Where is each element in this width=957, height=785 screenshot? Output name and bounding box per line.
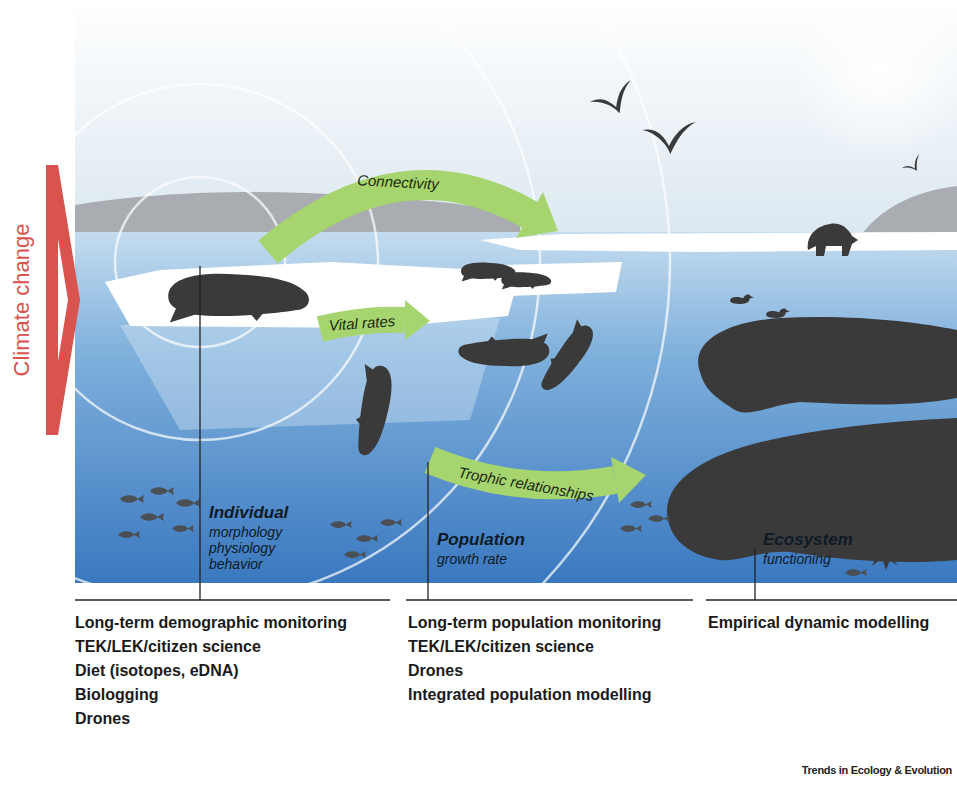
- bowhead-whale: [698, 317, 957, 413]
- leader-lines: [75, 266, 957, 600]
- level-subtitle: morphology physiology behavior: [209, 524, 289, 572]
- sun-glow: [790, 0, 957, 160]
- fish: [176, 499, 200, 507]
- fish: [344, 551, 366, 558]
- polar-bear: [808, 224, 858, 256]
- sea: [75, 232, 957, 583]
- ice-underwater: [120, 318, 500, 430]
- arrowhead: [405, 300, 430, 340]
- sperm-whale: [667, 418, 957, 562]
- fish: [120, 495, 144, 503]
- seabird: [642, 122, 695, 154]
- method-item: Diet (isotopes, eDNA): [75, 662, 239, 680]
- climate-arrow: [46, 165, 80, 435]
- level-subtitle: growth rate: [437, 551, 507, 567]
- ice-edge: [480, 232, 957, 252]
- fish: [630, 501, 652, 508]
- fish: [620, 525, 642, 532]
- leader-line: [754, 548, 755, 600]
- method-item: TEK/LEK/citizen science: [75, 638, 261, 656]
- ring: [75, 0, 670, 583]
- baseline: [75, 599, 390, 600]
- method-item: Empirical dynamic modelling: [708, 614, 929, 632]
- fish: [845, 569, 867, 576]
- swimming-seal: [458, 334, 550, 369]
- method-item: Biologging: [75, 686, 159, 704]
- journal-watermark: Trends in Ecology & Evolution: [802, 764, 952, 777]
- method-item: TEK/LEK/citizen science: [408, 638, 594, 656]
- fish: [648, 515, 670, 522]
- seabird: [900, 154, 926, 176]
- mountain: [860, 186, 957, 236]
- method-item: Long-term demographic monitoring: [75, 614, 347, 632]
- arrow-label: Connectivity: [357, 171, 439, 193]
- level-heading: Population: [437, 530, 525, 550]
- fish: [118, 531, 140, 538]
- arrow-label: Trophic relationships: [457, 464, 595, 505]
- scene: [75, 0, 957, 583]
- arrowhead: [611, 457, 646, 503]
- impact-rings: [75, 0, 670, 583]
- duck: [730, 294, 754, 303]
- method-item: Long-term population monitoring: [408, 614, 661, 632]
- arrow-label: Vital rates: [328, 312, 395, 334]
- climate-arrow-bar: [46, 165, 58, 435]
- ring: [75, 84, 378, 440]
- squid: [872, 530, 898, 570]
- leader-line: [199, 266, 200, 600]
- seal-on-ice: [501, 272, 551, 289]
- fish: [380, 519, 402, 526]
- fish: [356, 535, 378, 542]
- seabird: [587, 80, 640, 122]
- fish: [140, 513, 164, 521]
- method-item: Drones: [75, 710, 130, 728]
- baseline: [706, 599, 957, 600]
- level-heading: Individual: [209, 503, 288, 523]
- level-heading: Ecosystem: [763, 530, 853, 550]
- arrowhead: [516, 192, 558, 238]
- swimming-seal: [533, 319, 599, 398]
- fish: [330, 521, 352, 528]
- level-subtitle: functioning: [763, 551, 831, 567]
- fish: [172, 525, 194, 532]
- fish: [150, 487, 174, 495]
- method-item: Integrated population modelling: [408, 686, 652, 704]
- ice-floe: [440, 262, 622, 298]
- leader-line: [427, 462, 428, 600]
- connectivity-arrow: [268, 185, 530, 252]
- driver-label: Climate change: [9, 224, 34, 377]
- baseline: [406, 599, 693, 600]
- green-arrows: [268, 185, 646, 503]
- duck: [766, 308, 790, 317]
- swimming-seal: [349, 363, 396, 458]
- seal-on-ice: [168, 274, 309, 323]
- ring: [75, 0, 540, 583]
- method-item: Drones: [408, 662, 463, 680]
